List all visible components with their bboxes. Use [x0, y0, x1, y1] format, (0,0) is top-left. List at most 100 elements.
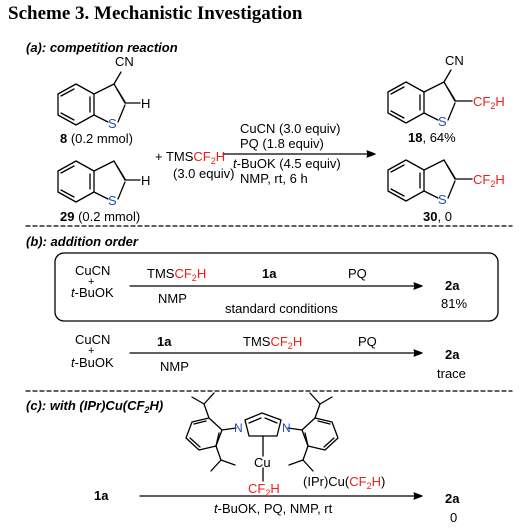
- compound-18-s: S: [438, 114, 447, 129]
- section-c-label-text: (c): with (IPr)Cu(CF: [26, 398, 145, 413]
- scheme-title: Scheme 3. Mechanistic Investigation: [8, 3, 303, 24]
- cf-text: CF: [248, 481, 266, 496]
- ipr-cu-reagent-label: (IPr)Cu(CF2H): [303, 474, 385, 494]
- h-text: H: [495, 172, 505, 187]
- row1-base: t-BuOK: [71, 285, 114, 300]
- arrow-c: [139, 492, 423, 500]
- arrow-b2: [129, 349, 423, 357]
- row2-tmscf2h: TMSCF2H: [243, 334, 302, 354]
- cf-text: CF: [270, 334, 288, 349]
- tert-prefix: t: [71, 285, 75, 300]
- compound-30-label: 30, 0: [423, 209, 452, 224]
- compound-18-number: 18: [408, 130, 423, 145]
- compound-8-h: H: [141, 96, 151, 111]
- cf-subscript: 2: [490, 179, 496, 189]
- base-text: -BuOK: [74, 285, 114, 300]
- cu-atom: Cu: [254, 455, 271, 470]
- cf2h-group: CF2H: [193, 149, 226, 166]
- row2-plus: +: [88, 345, 95, 357]
- cf-subscript: 2: [210, 156, 216, 166]
- compound-8-structure: [57, 71, 141, 126]
- compound-18-cn: CN: [445, 53, 464, 68]
- row2-1a: 1a: [157, 334, 172, 349]
- cf2h-group: CF2H: [349, 474, 381, 491]
- tert-prefix: t: [233, 156, 237, 171]
- section-c-yield: 0: [450, 510, 458, 525]
- cf2h-group: CF2H: [174, 266, 206, 283]
- compound-18-structure: [387, 69, 473, 124]
- compound-29-amount: (0.2 mmol): [74, 209, 141, 224]
- cf-subscript: 2: [287, 341, 293, 351]
- base-text: -BuOK (4.5 equiv): [236, 156, 341, 171]
- close-paren: ): [380, 474, 386, 489]
- h-text: H: [292, 334, 303, 349]
- section-a-label: (a): competition reaction: [26, 40, 178, 55]
- compound-30-yield: , 0: [437, 209, 452, 224]
- tert-prefix: t: [214, 501, 218, 516]
- cf-subscript: 2: [366, 481, 372, 491]
- arrow-a: [222, 150, 376, 158]
- row2-cucn: CuCN: [75, 332, 111, 347]
- compound-30-cf2h: CF2H: [473, 172, 505, 192]
- condition-base: t-BuOK (4.5 equiv): [233, 156, 341, 171]
- compound-8-s: S: [108, 116, 117, 131]
- row1-tmscf2h: TMSCF2H: [147, 266, 206, 286]
- ipr-cu-complex-structure: [185, 392, 339, 482]
- compound-29-structure: [57, 160, 141, 203]
- section-c-product: 2a: [445, 491, 460, 506]
- row2-pq: PQ: [358, 334, 377, 349]
- compound-8-number: 8: [60, 131, 68, 146]
- ipr-n-left: N: [234, 421, 243, 435]
- cf-text: CF: [473, 172, 491, 187]
- compound-18-yield: , 64%: [422, 130, 456, 145]
- compound-29-h: H: [141, 173, 151, 188]
- compound-30-structure: [387, 159, 473, 202]
- cf-text: CF: [174, 266, 192, 281]
- cf-text: CF: [193, 149, 211, 164]
- row1-product: 2a: [445, 278, 460, 293]
- compound-29-number: 29: [60, 209, 75, 224]
- section-c-label-end: H): [149, 398, 164, 413]
- cf-text: CF: [473, 94, 491, 109]
- ipr-cu-text: (IPr)Cu(: [303, 474, 350, 489]
- compound-8-cn: CN: [115, 54, 134, 69]
- compound-8-label: 8 (0.2 mmol): [60, 131, 133, 146]
- cf-subscript: 2: [265, 488, 271, 498]
- tert-prefix: t: [71, 355, 75, 370]
- tms-text: TMS: [243, 334, 271, 349]
- row2-nmp: NMP: [160, 359, 189, 374]
- compound-8-amount: (0.2 mmol): [67, 131, 133, 146]
- condition-solvent: NMP, rt, 6 h: [240, 171, 308, 186]
- compound-18-cf2h: CF2H: [473, 94, 505, 114]
- h-text: H: [371, 474, 381, 489]
- base-text: -BuOK: [74, 355, 114, 370]
- row1-cucn: CuCN: [75, 263, 111, 278]
- section-c-label-subscript: 2: [144, 405, 150, 415]
- row2-product: 2a: [445, 347, 460, 362]
- section-b-label: (b): addition order: [26, 234, 138, 249]
- cf-text: CF: [349, 474, 367, 489]
- condition-pq: PQ (1.8 equiv): [240, 136, 324, 151]
- compound-18-label: 18, 64%: [408, 130, 456, 145]
- section-c-start: 1a: [94, 488, 109, 503]
- h-text: H: [270, 481, 280, 496]
- standard-conditions-label: standard conditions: [225, 301, 338, 316]
- tms-text: TMS: [147, 266, 175, 281]
- standard-conditions-box: [54, 252, 499, 322]
- compound-29-label: 29 (0.2 mmol): [60, 209, 140, 224]
- row1-pq: PQ: [348, 266, 367, 281]
- ipr-n-right: N: [282, 421, 291, 435]
- row1-nmp: NMP: [158, 291, 187, 306]
- h-text: H: [495, 94, 505, 109]
- tms-text: + TMS: [155, 149, 194, 164]
- section-c-conditions: t-BuOK, PQ, NMP, rt: [214, 501, 332, 516]
- compound-30-number: 30: [423, 209, 438, 224]
- condition-cucn: CuCN (3.0 equiv): [240, 121, 341, 136]
- cf2h-group: CF2H: [270, 334, 303, 351]
- h-text: H: [215, 149, 226, 164]
- cf-subscript: 2: [191, 273, 197, 283]
- row2-base: t-BuOK: [71, 355, 114, 370]
- row2-yield: trace: [437, 366, 466, 381]
